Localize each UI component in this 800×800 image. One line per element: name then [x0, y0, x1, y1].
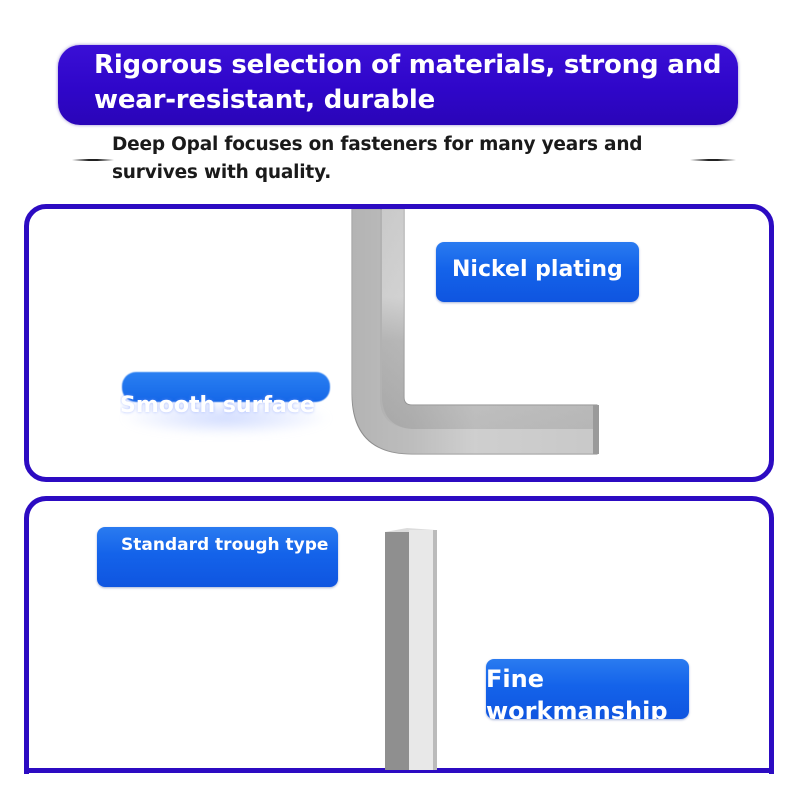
l-hex-key-image [351, 209, 599, 455]
divider-left [72, 159, 114, 161]
label-standard-trough-type: Standard trough type [97, 527, 338, 587]
header-subtitle: Deep Opal focuses on fasteners for many … [112, 134, 643, 183]
label-smooth-surface: Smooth surface [120, 393, 315, 418]
label-smooth-surface-bar [122, 372, 330, 402]
divider-right [690, 159, 736, 161]
label-glow [120, 400, 332, 436]
header-banner [58, 45, 738, 125]
hex-key-shaft-image [385, 528, 437, 770]
label-fine-workmanship: Fine workmanship [486, 659, 689, 719]
header-title: Rigorous selection of materials, strong … [94, 50, 722, 115]
label-nickel-plating: Nickel plating [436, 242, 639, 302]
panel-2-bottom-border [24, 768, 774, 773]
label-smooth-surface-group: Smooth surface [120, 370, 332, 440]
